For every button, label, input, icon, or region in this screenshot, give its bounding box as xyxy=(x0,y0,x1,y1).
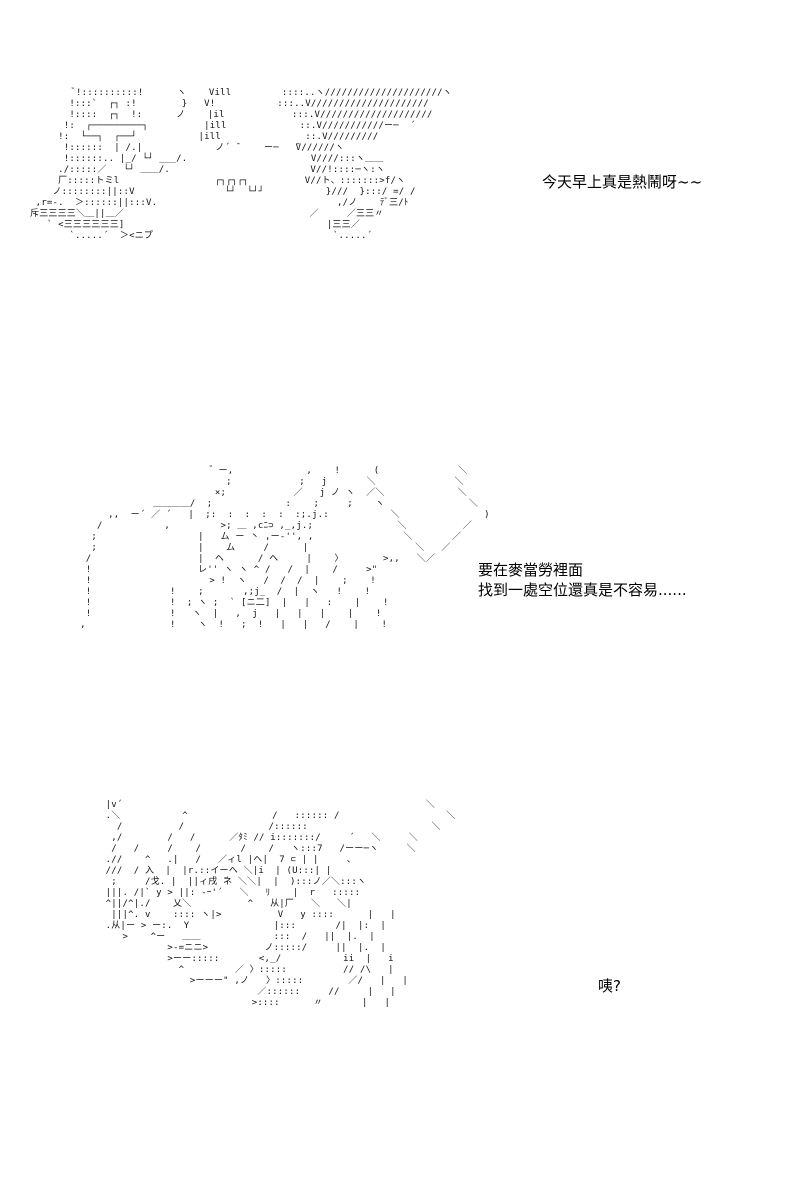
panel-1: ﾞ!::::::::::! ヽ Vill ::::..ヽ////////////… xyxy=(0,0,800,380)
dialog-text-3: 咦? xyxy=(598,977,621,995)
dialog-text-1: 今天早上真是熱鬧呀~~ xyxy=(542,173,703,191)
panel-2: ゛ー, , ! ( ＼ ; ; j ＼ ＼ ×; ／ j ノ ヽ ／＼ ＼ xyxy=(0,440,800,730)
ascii-art-character-closeup: |v´ ＼ .＼ ^ / :::::: / ＼ / / /:::::: ＼ ,/… xyxy=(105,800,456,1008)
ascii-art-character-waving: ゛ー, , ! ( ＼ ; ; j ＼ ＼ ×; ／ j ノ ヽ ／＼ ＼ xyxy=(80,466,490,630)
ascii-art-shoes: ﾞ!::::::::::! ヽ Vill ::::..ヽ////////////… xyxy=(30,88,452,241)
panel-3: |v´ ＼ .＼ ^ / :::::: / ＼ / / /:::::: ＼ ,/… xyxy=(0,780,800,1160)
dialog-text-2: 要在麥當勞裡面 找到一處空位還真是不容易...... xyxy=(478,561,687,599)
